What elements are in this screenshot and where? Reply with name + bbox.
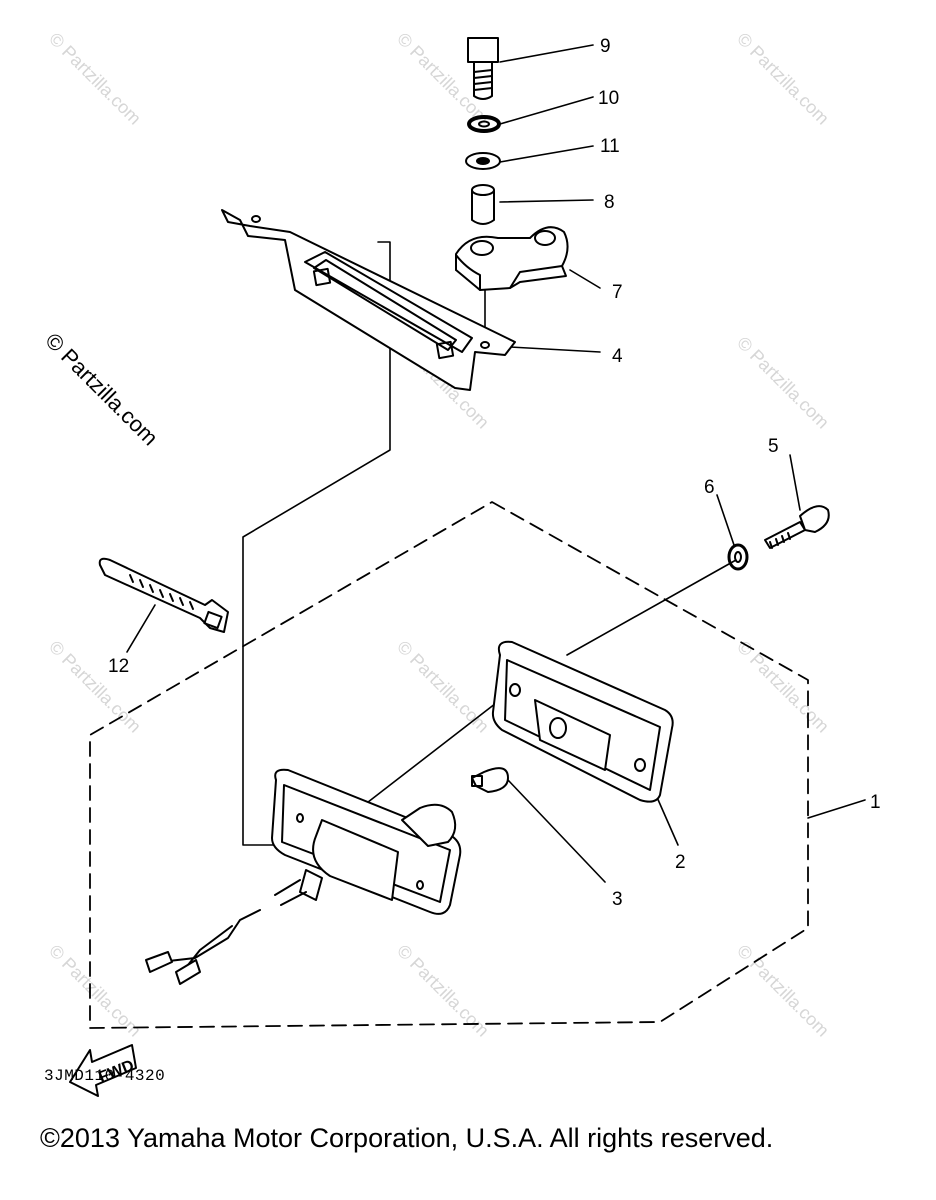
- fwd-arrow-icon: [69, 1044, 137, 1097]
- bracket-part-7: [455, 226, 569, 291]
- part-label-4: 4: [612, 346, 623, 367]
- watermark: © Partzilla.com: [733, 29, 833, 129]
- watermark: © Partzilla.com: [45, 29, 145, 129]
- washer-part-6: [727, 543, 749, 571]
- part-label-11: 11: [600, 136, 620, 157]
- collar-part-8: [471, 184, 495, 225]
- part-label-8: 8: [604, 192, 615, 213]
- copyright-notice: ©2013 Yamaha Motor Corporation, U.S.A. A…: [40, 1123, 774, 1153]
- spring-washer-part-10: [467, 115, 501, 133]
- part-label-9: 9: [600, 36, 611, 57]
- bulb-part-3: [471, 767, 509, 793]
- watermark: © Partzilla.com: [393, 637, 493, 737]
- plate-bracket-part-4: [221, 209, 516, 391]
- part-label-3: 3: [612, 889, 623, 910]
- watermark-main: © Partzilla.com: [40, 328, 163, 451]
- assembly-boundary: [89, 501, 809, 1029]
- plain-washer-part-11: [465, 152, 501, 170]
- screw-part-5: [764, 505, 830, 549]
- part-label-6: 6: [704, 477, 715, 498]
- part-label-7: 7: [612, 282, 623, 303]
- leader-lines: [126, 44, 866, 883]
- part-label-1: 1: [870, 792, 881, 813]
- watermark: © Partzilla.com: [733, 333, 833, 433]
- watermark: © Partzilla.com: [45, 637, 145, 737]
- diagram-code: 3JMD110-4320: [44, 1067, 166, 1085]
- watermark: © Partzilla.com: [733, 637, 833, 737]
- part-label-5: 5: [768, 436, 779, 457]
- part-label-12: 12: [108, 656, 129, 677]
- part-label-2: 2: [675, 852, 686, 873]
- cable-tie-part-12: [98, 557, 229, 633]
- lens-part-2: [491, 640, 674, 803]
- part-labels: 1 2 3 4 5 6 7 8 9 10 11 12: [108, 36, 881, 910]
- part-label-10: 10: [598, 88, 619, 109]
- watermark: © Partzilla.com: [733, 941, 833, 1041]
- watermark: © Partzilla.com: [393, 941, 493, 1041]
- light-housing: [145, 768, 462, 985]
- watermark: © Partzilla.com: [45, 941, 145, 1041]
- bolt-part-9: [467, 37, 499, 100]
